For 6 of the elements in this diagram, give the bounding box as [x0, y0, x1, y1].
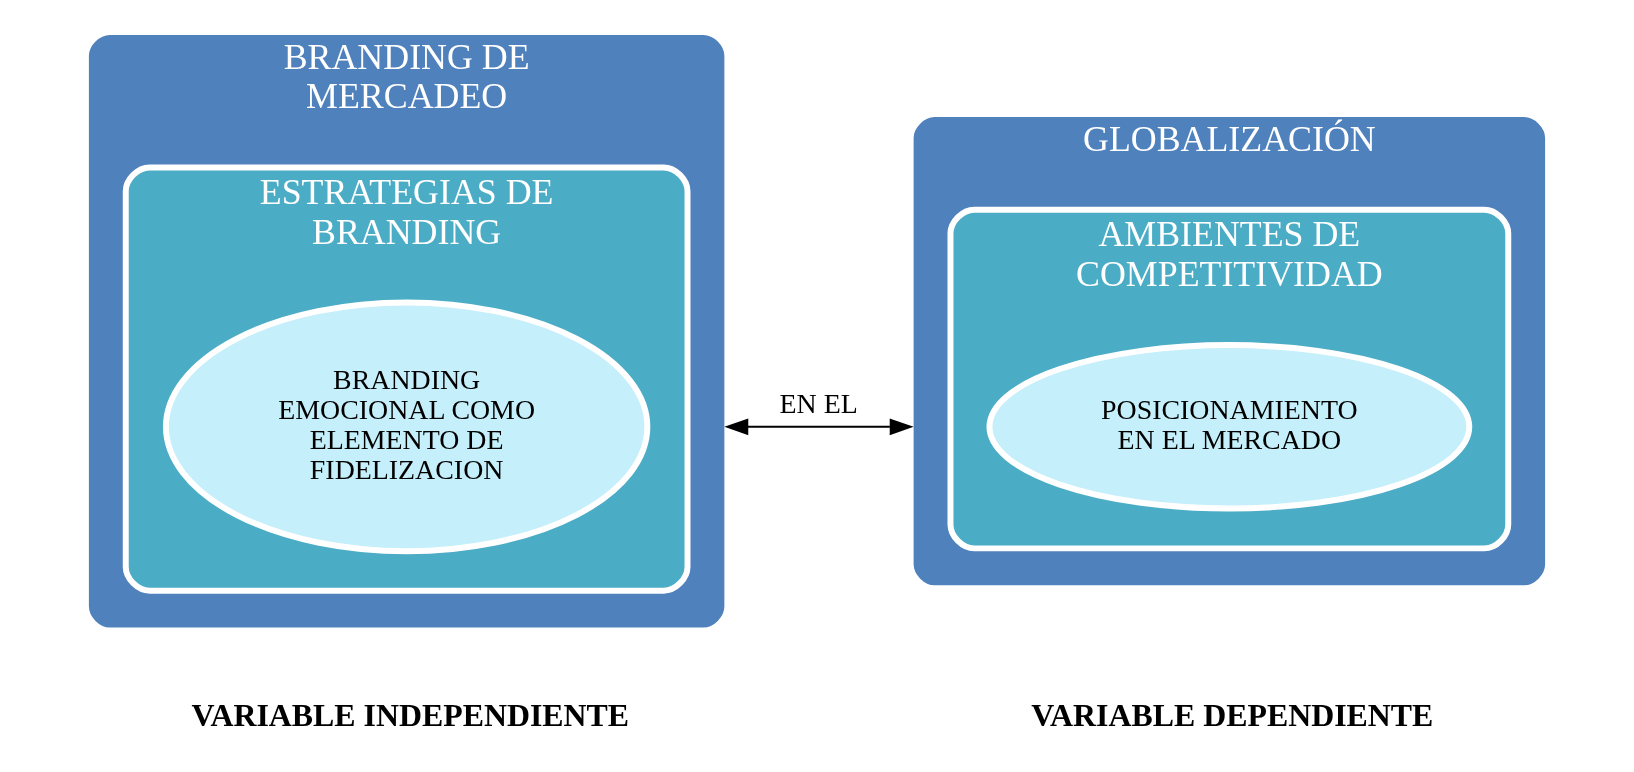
arrow [724, 418, 914, 436]
node-label: VARIABLE DEPENDIENTE [1031, 697, 1434, 733]
edge-label: EN EL [779, 388, 858, 420]
node-ellipse: POSICIONAMIENTO EN EL MERCADO [986, 342, 1473, 512]
node-ellipse: BRANDING EMOCIONAL COMO ELEMENTO DE FIDELIZACION [162, 299, 651, 555]
node-label: VARIABLE INDEPENDIENTE [191, 697, 630, 733]
